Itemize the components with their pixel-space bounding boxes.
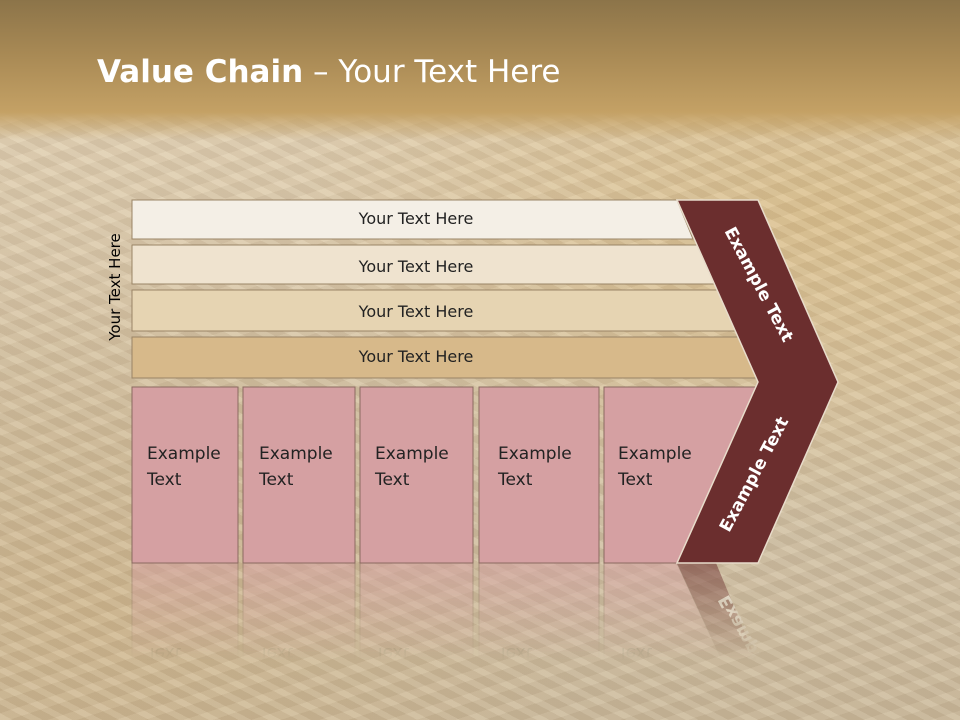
- row-band-1: [131, 199, 694, 240]
- reflection-text: Example: [147, 669, 221, 689]
- cell-5-line1: Example: [618, 444, 692, 464]
- activity-cell-3: [359, 386, 474, 564]
- reflection-cell: [478, 562, 600, 720]
- title-rest: – Your Text Here: [303, 54, 561, 90]
- slide-title: Value Chain – Your Text Here: [97, 54, 560, 90]
- reflection-text: Text: [146, 643, 182, 663]
- row-label-3: Your Text Here: [358, 302, 474, 321]
- reflection-text: Example: [375, 669, 449, 689]
- cell-5-line2: Text: [617, 470, 653, 490]
- reflection-arrow: [677, 563, 782, 720]
- header-band: [0, 0, 960, 140]
- reflection-text: Text: [497, 643, 533, 663]
- reflection-text: Example: [259, 669, 333, 689]
- reflection-cell: [359, 562, 474, 720]
- activity-cell-2: [242, 386, 356, 564]
- reflection-text: Text: [617, 643, 653, 663]
- reflection-text: Text: [374, 643, 410, 663]
- cell-4-line1: Example: [498, 444, 572, 464]
- cell-1-line1: Example: [147, 444, 221, 464]
- cell-3-line2: Text: [374, 470, 410, 490]
- activity-cell-1: [131, 386, 239, 564]
- cell-3-line1: Example: [375, 444, 449, 464]
- cell-2-line1: Example: [259, 444, 333, 464]
- reflection-text: Text: [258, 643, 294, 663]
- reflection-text: Example: [618, 669, 692, 689]
- row-label-4: Your Text Here: [358, 347, 474, 366]
- row-label-1: Your Text Here: [358, 209, 474, 228]
- cell-4-line2: Text: [497, 470, 533, 490]
- row-label-2: Your Text Here: [358, 257, 474, 276]
- title-bold: Value Chain: [97, 54, 304, 90]
- cell-1-line2: Text: [146, 470, 182, 490]
- reflection-cell: [131, 562, 239, 720]
- activity-cell-4: [478, 386, 600, 564]
- margin-chevron: [675, 199, 839, 564]
- cell-2-line2: Text: [258, 470, 294, 490]
- reflection-text: Example: [498, 669, 572, 689]
- reflection: Example Text Example Text Example Text E…: [131, 562, 792, 720]
- reflection-cell: [242, 562, 356, 720]
